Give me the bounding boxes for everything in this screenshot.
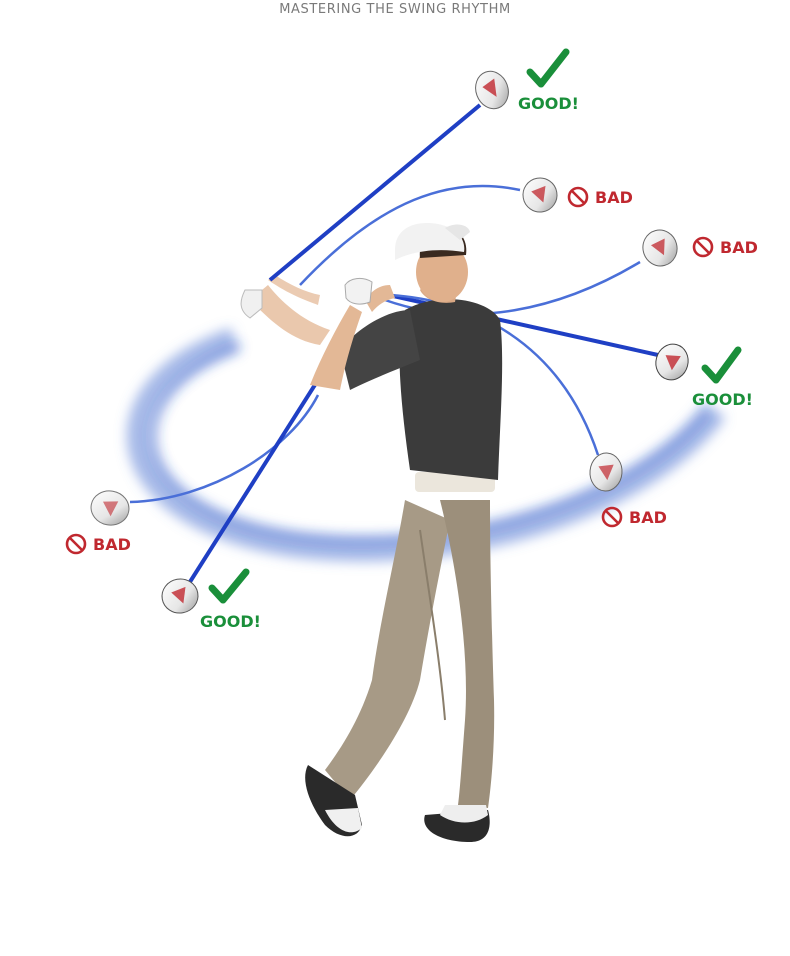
verdict-label: BAD (595, 188, 633, 207)
club-head-right-mid (655, 343, 689, 381)
verdict-left-low: GOOD! (200, 568, 261, 631)
prohibited-icon (692, 236, 714, 258)
club-head-left-mid (90, 490, 130, 526)
verdict-right-low: BAD (601, 506, 667, 528)
club-shafts (129, 103, 659, 587)
verdict-labels: GOOD! BAD BAD GOOD! (65, 48, 758, 631)
ghost-arms (240, 275, 330, 345)
verdict-top: GOOD! (518, 48, 579, 113)
prohibited-icon (601, 506, 623, 528)
prohibited-icon (567, 186, 589, 208)
verdict-right-mid: GOOD! (692, 346, 753, 409)
verdict-label: BAD (93, 535, 131, 554)
verdict-label: GOOD! (200, 612, 261, 631)
prohibited-icon (65, 533, 87, 555)
verdict-left-mid: BAD (65, 533, 131, 555)
verdict-label: BAD (720, 238, 758, 257)
verdict-label: GOOD! (692, 390, 753, 409)
club-head-top (475, 70, 509, 110)
verdict-label: BAD (629, 508, 667, 527)
verdict-upper-mid: BAD (567, 186, 633, 208)
verdict-label: GOOD! (518, 94, 579, 113)
checkmark-icon (526, 48, 570, 88)
checkmark-icon (208, 568, 250, 604)
club-head-upper-mid (522, 177, 558, 213)
club-head-right-upper (642, 229, 678, 267)
golfer (305, 223, 503, 842)
club-head-right-low (589, 452, 623, 492)
page-title: MASTERING THE SWING RHYTHM (279, 2, 511, 17)
club-heads (90, 70, 689, 614)
checkmark-icon (701, 346, 742, 384)
verdict-right-upper: BAD (692, 236, 758, 258)
club-head-left-low (161, 578, 199, 614)
